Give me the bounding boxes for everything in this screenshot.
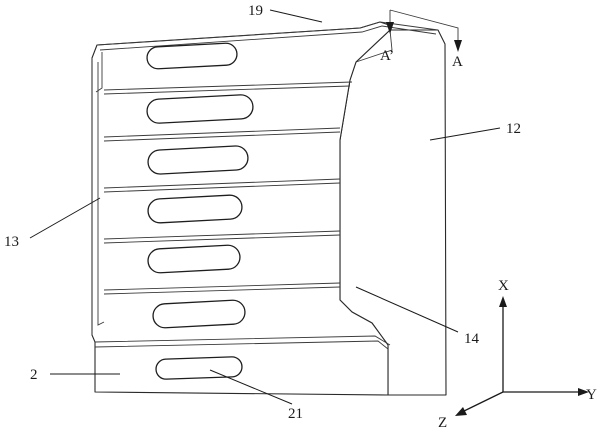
rib-2b <box>103 131 341 142</box>
left-edge-13 <box>91 58 105 335</box>
top-flange-inner <box>99 25 437 51</box>
section-marker-line <box>389 9 459 44</box>
section-arrow-a <box>454 40 462 52</box>
rib-3b <box>103 182 341 193</box>
label-13: 13 <box>4 234 19 250</box>
rib-1 <box>103 81 353 91</box>
base-2-top <box>94 335 391 346</box>
label-a: A <box>452 54 463 70</box>
rib-1b <box>103 85 351 95</box>
axis-z-label: Z <box>438 415 447 431</box>
leader-12 <box>429 127 501 141</box>
slot-6 <box>152 299 246 329</box>
base-2-top-inner <box>94 340 389 350</box>
top-flange-19 <box>96 21 439 46</box>
axis-z-arrow <box>455 407 467 416</box>
slot-1 <box>146 42 238 70</box>
rib-5b <box>103 286 341 295</box>
label-21: 21 <box>288 406 303 422</box>
side-panel-edge <box>355 29 393 63</box>
rib-5 <box>103 282 341 291</box>
slot-5 <box>147 244 241 274</box>
axis-z-line <box>461 391 504 413</box>
leader-13 <box>29 197 101 239</box>
label-19: 19 <box>248 3 263 19</box>
rib-2 <box>103 127 341 138</box>
leader-14 <box>355 286 459 333</box>
label-14: 14 <box>464 331 480 347</box>
label-2: 2 <box>30 367 38 383</box>
leader-21 <box>209 369 293 405</box>
label-a-prime: A’ <box>380 48 394 64</box>
rib-3 <box>103 178 341 189</box>
label-12: 12 <box>506 121 521 137</box>
leader-19 <box>269 9 323 23</box>
rib-4b <box>103 234 341 244</box>
slot-21 <box>155 356 243 380</box>
axis-x-arrow <box>499 296 507 307</box>
slot-3 <box>147 145 249 175</box>
slot-2 <box>146 94 254 124</box>
axis-y-arrow <box>578 388 589 396</box>
axis-triad: X Y Z <box>438 278 597 431</box>
section-arrow-a-prime <box>386 22 394 34</box>
slot-4 <box>147 194 243 224</box>
axis-y-label: Y <box>586 387 597 403</box>
axis-x-label: X <box>498 278 509 294</box>
rib-4 <box>103 230 341 240</box>
